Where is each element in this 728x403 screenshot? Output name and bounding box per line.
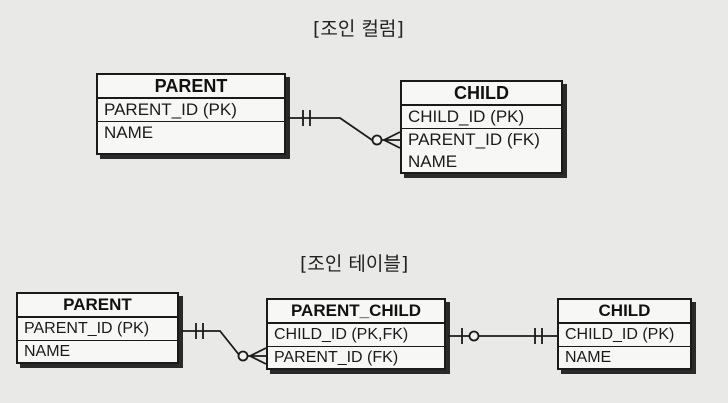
entity-child: CHILD CHILD_ID (PK) PARENT_ID (FK) NAME	[400, 80, 563, 174]
entity-field: NAME	[104, 123, 154, 142]
entity-field: PARENT_ID (FK)	[274, 349, 399, 366]
relationship-one-to-many	[288, 110, 401, 149]
entity-field-key: CHILD_ID (PK)	[559, 324, 690, 347]
entity-title: CHILD	[402, 82, 561, 106]
relationship-one-to-many	[181, 323, 267, 365]
section-caption-join-table: [조인 테이블]	[300, 253, 409, 275]
entity-field-key: PARENT_ID (PK)	[98, 99, 284, 122]
entity-field-key: CHILD_ID (PK,FK)	[268, 324, 444, 347]
entity-child: CHILD CHILD_ID (PK) NAME	[557, 298, 692, 370]
entity-field-key: CHILD_ID (PK)	[402, 106, 561, 129]
section-caption-join-column: [조인 컬럼]	[313, 18, 404, 40]
entity-title: PARENT	[18, 294, 177, 318]
entity-parent: PARENT PARENT_ID (PK) NAME	[96, 73, 286, 155]
entity-parent-child: PARENT_CHILD CHILD_ID (PK,FK) PARENT_ID …	[266, 298, 446, 370]
entity-field: NAME	[408, 152, 458, 171]
entity-field: PARENT_ID (FK)	[408, 130, 540, 149]
entity-parent: PARENT PARENT_ID (PK) NAME	[16, 292, 179, 364]
entity-title: PARENT_CHILD	[268, 300, 444, 324]
entity-title: PARENT	[98, 75, 284, 99]
entity-field: NAME	[24, 343, 71, 360]
entity-title: CHILD	[559, 300, 690, 324]
relationship-one-to-one	[448, 328, 557, 344]
entity-field: NAME	[565, 349, 612, 366]
entity-field-key: PARENT_ID (PK)	[18, 318, 177, 341]
